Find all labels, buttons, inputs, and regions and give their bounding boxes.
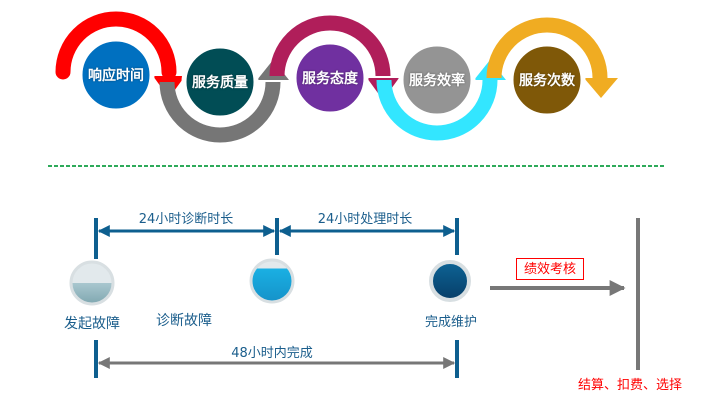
step-label: 服务次数 (519, 73, 575, 89)
stage-label-complete: 完成维护 (424, 315, 478, 330)
span-label-processing: 24小时处理时长 (317, 212, 413, 227)
stage-label-report: 发起故障 (64, 316, 120, 332)
stage-ball-complete (429, 260, 471, 302)
step-label: 响应时间 (88, 68, 144, 84)
step-label: 服务质量 (192, 75, 248, 91)
assessment-box: 绩效考核 (516, 258, 584, 280)
step-circle-service-quality (181, 43, 259, 121)
step-label: 服务效率 (409, 73, 465, 89)
span-label-diagnosis: 24小时诊断时长 (138, 212, 234, 227)
arc-arrow-orange (486, 17, 618, 98)
timeline-markers (94, 218, 459, 378)
stage-label-diagnose: 诊断故障 (156, 313, 212, 329)
step-circle-service-count (508, 41, 586, 119)
step-circle-response-time (77, 36, 155, 114)
outcome-label: 结算、扣费、选择 (578, 378, 683, 393)
stage-ball-report (69, 260, 115, 306)
step-label: 服务态度 (302, 71, 358, 87)
stage-ball-diagnose (249, 258, 295, 304)
span-label-total: 48小时内完成 (231, 346, 313, 361)
step-circle-service-attitude (291, 39, 369, 117)
step-circle-service-efficiency (398, 41, 476, 119)
